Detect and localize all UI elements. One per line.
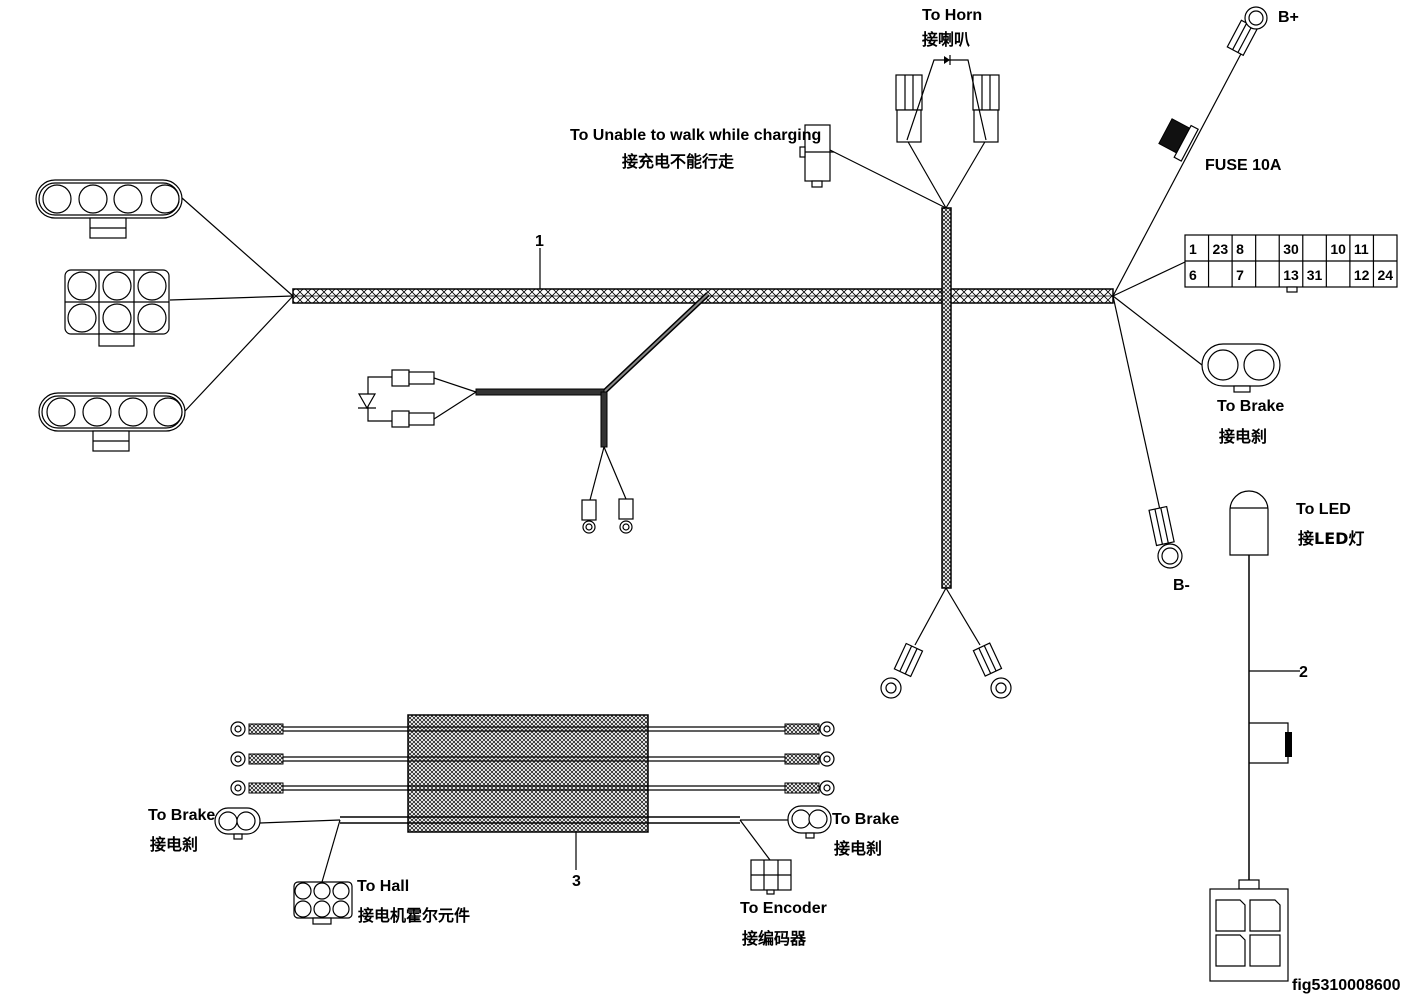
brake-connector-left: [214, 807, 261, 840]
hall-label-en: To Hall: [357, 878, 409, 895]
horn-label-en: To Horn: [922, 7, 982, 24]
terminal-crimp: [248, 782, 284, 794]
callout-3: 3: [572, 873, 581, 890]
connector-pin-10: 10: [1330, 241, 1346, 257]
terminal-crimp: [784, 753, 820, 765]
brake-label-en-right: To Brake: [832, 811, 899, 828]
connector-pin-12: 12: [1354, 267, 1370, 283]
ring-terminal-pair-bottom: [880, 642, 1012, 699]
charging-label-en: To Unable to walk while charging: [570, 127, 821, 144]
b-minus-label: B-: [1173, 577, 1190, 594]
charging-label-cn: 接充电不能行走: [622, 152, 734, 171]
brake-label-cn-left: 接电刹: [150, 835, 198, 854]
connector-pin-13: 13: [1283, 267, 1299, 283]
brake-label-en-left: To Brake: [148, 807, 215, 824]
main-harness: 1: [35, 6, 1398, 699]
horn-diode-icon: [944, 56, 950, 64]
lamp-connector-4pin-bottom: [38, 392, 186, 452]
b-plus-label: B+: [1278, 9, 1299, 26]
led-label-en: To LED: [1296, 501, 1351, 518]
encoder-label-en: To Encoder: [740, 900, 827, 917]
charging-interlock-connector: [799, 124, 834, 188]
connector-pin-24: 24: [1377, 267, 1393, 283]
encoder-label-cn: 接编码器: [742, 929, 807, 948]
b-plus-terminal: [1226, 6, 1268, 57]
callout-2: 2: [1299, 664, 1308, 681]
connector-pin-30: 30: [1283, 241, 1299, 257]
led-harness: To LED 接LED灯 2: [1209, 490, 1364, 982]
connector-pin-1: 1: [1189, 241, 1197, 257]
lamp-connector-4pin-top: [35, 179, 183, 239]
ring-terminal-pair: [581, 498, 634, 534]
horn-label-cn: 接喇叭: [922, 30, 970, 49]
motor-harness: 3 To Brake 接电刹 To Brake 接电刹 To Hall 接电机霍…: [148, 714, 899, 948]
connector-pin-11: 11: [1354, 241, 1369, 257]
diode-connector-pair: [357, 369, 435, 428]
figure-id: fig5310008600: [1292, 977, 1401, 994]
brake-connector-right: [787, 805, 832, 839]
b-minus-terminal: [1148, 505, 1183, 569]
terminal-crimp: [784, 782, 820, 794]
motor-sleeve: [407, 714, 649, 833]
diode-icon: [357, 393, 377, 410]
connector-pin-23: 23: [1213, 241, 1229, 257]
callout-1: 1: [535, 233, 544, 250]
brake-label-cn-right: 接电刹: [834, 839, 882, 858]
terminal-crimp: [248, 753, 284, 765]
resistor-icon: [1285, 732, 1292, 757]
connector-pin-6: 6: [1189, 267, 1197, 283]
fuse-holder: [1158, 118, 1199, 162]
led-lamp-icon: [1229, 490, 1269, 556]
brake-label-en-main: To Brake: [1217, 398, 1284, 415]
main-connector-24pin: 1 23 8 30 10 11 6 7 13 31 12 24: [1184, 234, 1398, 293]
connector-pin-31: 31: [1307, 267, 1323, 283]
hall-connector-6pin: [293, 881, 353, 925]
led-connector-4pin: [1209, 879, 1289, 982]
vertical-branch: [941, 207, 952, 589]
brake-connector-main: [1201, 343, 1281, 393]
terminal-crimp: [784, 723, 820, 735]
hall-label-cn: 接电机霍尔元件: [358, 906, 470, 925]
connector-pin-7: 7: [1236, 267, 1244, 283]
connector-pin-8: 8: [1236, 241, 1244, 257]
encoder-connector-6pin: [750, 859, 792, 895]
led-label-cn: 接LED灯: [1298, 529, 1364, 548]
terminal-crimp: [248, 723, 284, 735]
horn-connectors: [895, 55, 1000, 143]
fuse-label: FUSE 10A: [1205, 157, 1282, 174]
lamp-connector-6pin: [64, 269, 170, 347]
ring-branch: [600, 391, 608, 448]
brake-label-cn-main: 接电刹: [1219, 427, 1267, 446]
diode-branch: [475, 388, 605, 396]
